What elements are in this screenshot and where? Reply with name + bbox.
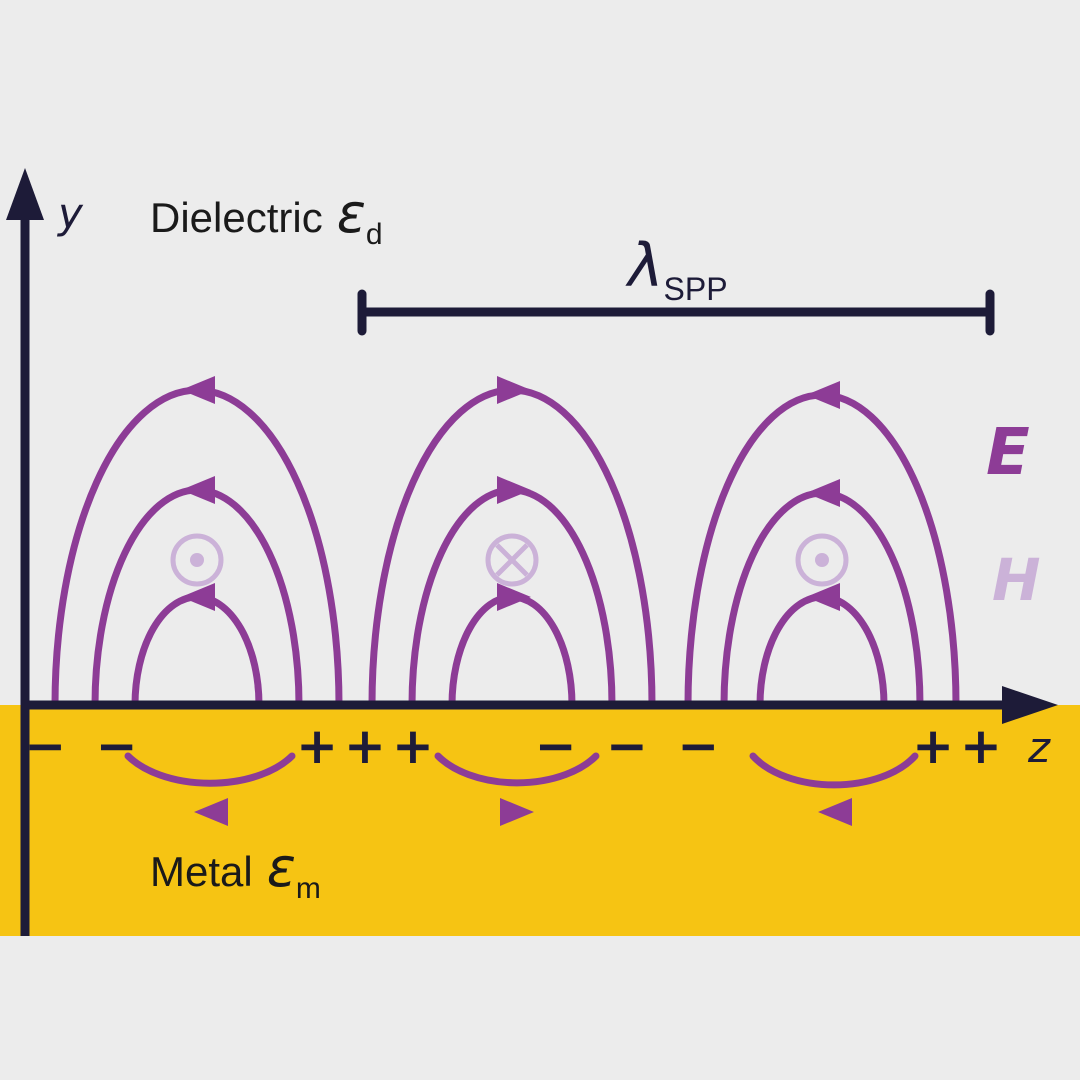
charge-group-4: ++ [912,717,1008,775]
h-circle [795,533,849,587]
field-arrowhead-left [806,381,840,409]
dielectric-label: Dielectric εd [150,182,383,251]
field-arrowhead-left [181,476,215,504]
field-arrowhead-right [497,476,531,504]
e-field-loop-1 [51,376,343,709]
h-circle [170,533,224,587]
y-axis-label: y [56,189,84,238]
dielectric-epsilon: ε [337,182,366,245]
charge-group-3: − − − [535,717,726,775]
metal-subscript: m [296,872,321,905]
current-arrowhead-left [194,798,228,826]
e-field-loop-3 [684,381,960,709]
current-arrowhead-right [500,798,534,826]
e-field-label: E [986,416,1030,490]
field-arrowhead-right [497,583,531,611]
surface-current-arrow-3 [749,752,919,826]
field-arrowhead-left [181,583,215,611]
wavelength-bar [357,289,995,336]
field-arrowhead-left [806,479,840,507]
z-axis [21,686,1058,724]
e-field-loop-2 [368,376,656,709]
lambda-subscript: SPP [664,271,728,307]
current-arrowhead-left [818,798,852,826]
h-field-label: H [992,546,1041,614]
charge-group-2: +++ [296,717,440,775]
surface-current-arrow-2 [434,752,600,826]
y-axis-arrowhead [6,168,44,220]
field-arrowhead-left [806,583,840,611]
h-circle [485,533,539,587]
metal-epsilon: ε [267,836,296,899]
current-arc [124,752,296,787]
h-cross-line [495,543,529,577]
h-out-of-page-symbol-2 [795,533,849,587]
z-axis-arrowhead [1002,686,1058,724]
surface-current-arrow-1 [124,752,296,826]
h-out-of-page-symbol-1 [170,533,224,587]
metal-word: Metal [150,848,253,895]
lambda-symbol: λ [625,231,664,301]
h-dot [190,553,204,567]
dielectric-word: Dielectric [150,194,323,241]
wavelength-label: λSPP [625,231,728,307]
field-arrowhead-left [181,376,215,404]
h-dot [815,553,829,567]
dielectric-subscript: d [366,218,383,251]
z-axis-label: z [1027,723,1051,772]
y-axis [6,168,44,936]
field-arrowhead-right [497,376,531,404]
current-arc [434,752,600,787]
metal-region [0,705,1080,936]
charge-group-1: − − [24,717,143,775]
h-into-page-symbol [485,533,539,587]
current-arc [749,752,919,789]
